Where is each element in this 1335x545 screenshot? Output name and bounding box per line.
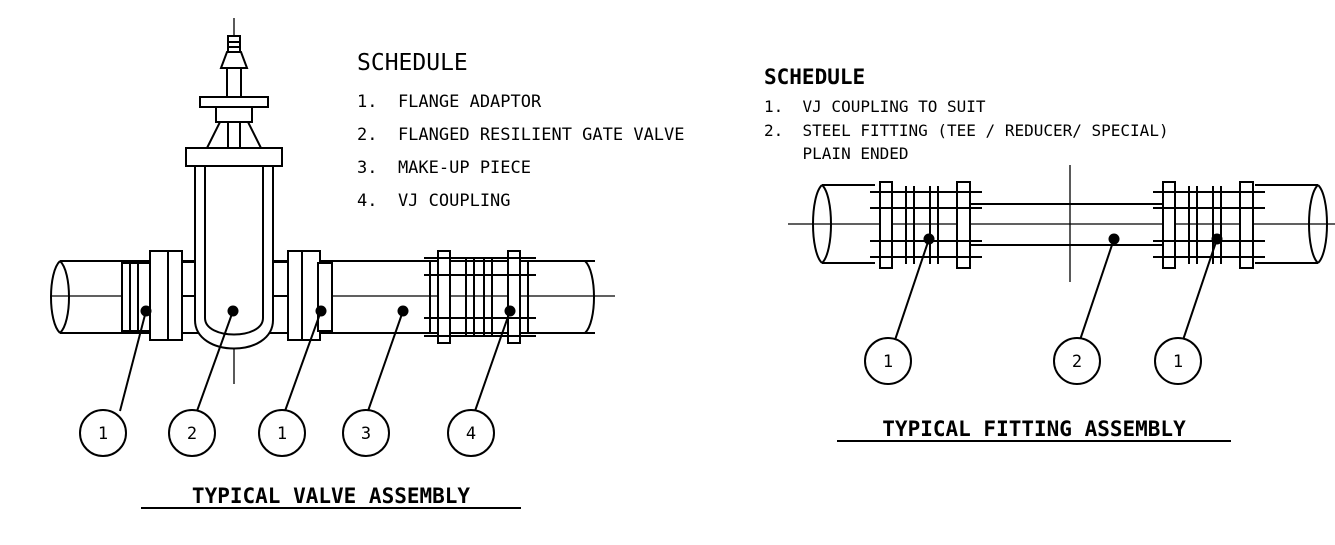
schedule-item: 4. VJ COUPLING: [357, 191, 511, 211]
pipe-body: [812, 184, 1328, 264]
callout-number: 1: [277, 424, 287, 444]
callout-number: 3: [361, 424, 371, 444]
valve-assembly-drawing: 1 2 1 3 4 TYPICAL VALVE ASSEMBLY: [50, 18, 615, 509]
callout-bubble: 1: [258, 409, 306, 457]
callout-bubble: 1: [1154, 337, 1202, 385]
callout-number: 2: [187, 424, 197, 444]
callout-bubble: 2: [168, 409, 216, 457]
callout-number: 4: [466, 424, 476, 444]
flange-adaptor-left: [121, 250, 183, 341]
schedule-item: 2. FLANGED RESILIENT GATE VALVE: [357, 125, 685, 145]
fitting-assembly-caption: TYPICAL FITTING ASSEMBLY: [882, 417, 1186, 441]
callout-number: 2: [1072, 352, 1082, 372]
valve-assembly-caption: TYPICAL VALVE ASSEMBLY: [192, 484, 471, 508]
schedule-item: 3. MAKE-UP PIECE: [357, 158, 531, 178]
schedule-title: SCHEDULE: [764, 65, 865, 89]
callout-number: 1: [1173, 352, 1183, 372]
schedule-item: 1. VJ COUPLING TO SUIT: [764, 97, 986, 116]
callout-bubble: 4: [447, 409, 495, 457]
schedule-title: SCHEDULE: [357, 50, 468, 76]
steel-fitting: [970, 203, 1163, 246]
leader-lines: [119, 310, 511, 412]
callout-bubble: 3: [342, 409, 390, 457]
schedule-item: PLAIN ENDED: [764, 144, 909, 163]
flange-adaptor-right: [287, 250, 333, 341]
vj-coupling-right: [1153, 181, 1265, 269]
leader-lines: [894, 238, 1218, 341]
valve-schedule: SCHEDULE 1. FLANGE ADAPTOR 2. FLANGED RE…: [357, 50, 685, 211]
schedule-item: 2. STEEL FITTING (TEE / REDUCER/ SPECIAL…: [764, 121, 1169, 140]
callout-number: 1: [98, 424, 108, 444]
schedule-item: 1. FLANGE ADAPTOR: [357, 92, 542, 112]
vj-coupling: [424, 250, 536, 344]
vj-coupling-left: [870, 181, 982, 269]
fitting-assembly-drawing: 1 2 1 TYPICAL FITTING ASSEMBLY: [788, 165, 1335, 442]
callout-bubble: 2: [1053, 337, 1101, 385]
callout-number: 1: [883, 352, 893, 372]
callout-bubble: 1: [864, 337, 912, 385]
callout-bubble: 1: [79, 409, 127, 457]
gate-valve: [181, 35, 289, 350]
fitting-schedule: SCHEDULE 1. VJ COUPLING TO SUIT 2. STEEL…: [764, 65, 1169, 163]
